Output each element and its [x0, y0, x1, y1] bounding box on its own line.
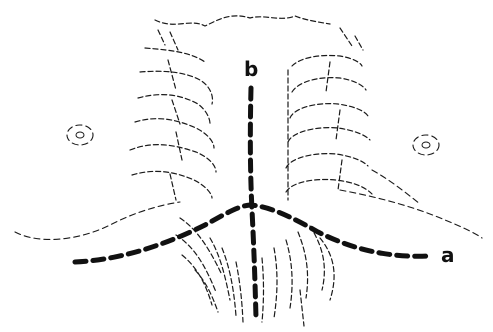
- right-ribs: [286, 55, 372, 200]
- right-flank-contour: [340, 190, 482, 238]
- label-a: a: [441, 243, 455, 267]
- left-nipple: [67, 125, 93, 145]
- right-nipple: [413, 135, 439, 155]
- label-b: b: [244, 57, 258, 81]
- neck-contour: [155, 16, 330, 26]
- left-ribs: [130, 48, 216, 200]
- left-flank-contour: [15, 202, 180, 239]
- right-shoulder-contour: [340, 28, 363, 50]
- left-shoulder-contour: [158, 30, 178, 50]
